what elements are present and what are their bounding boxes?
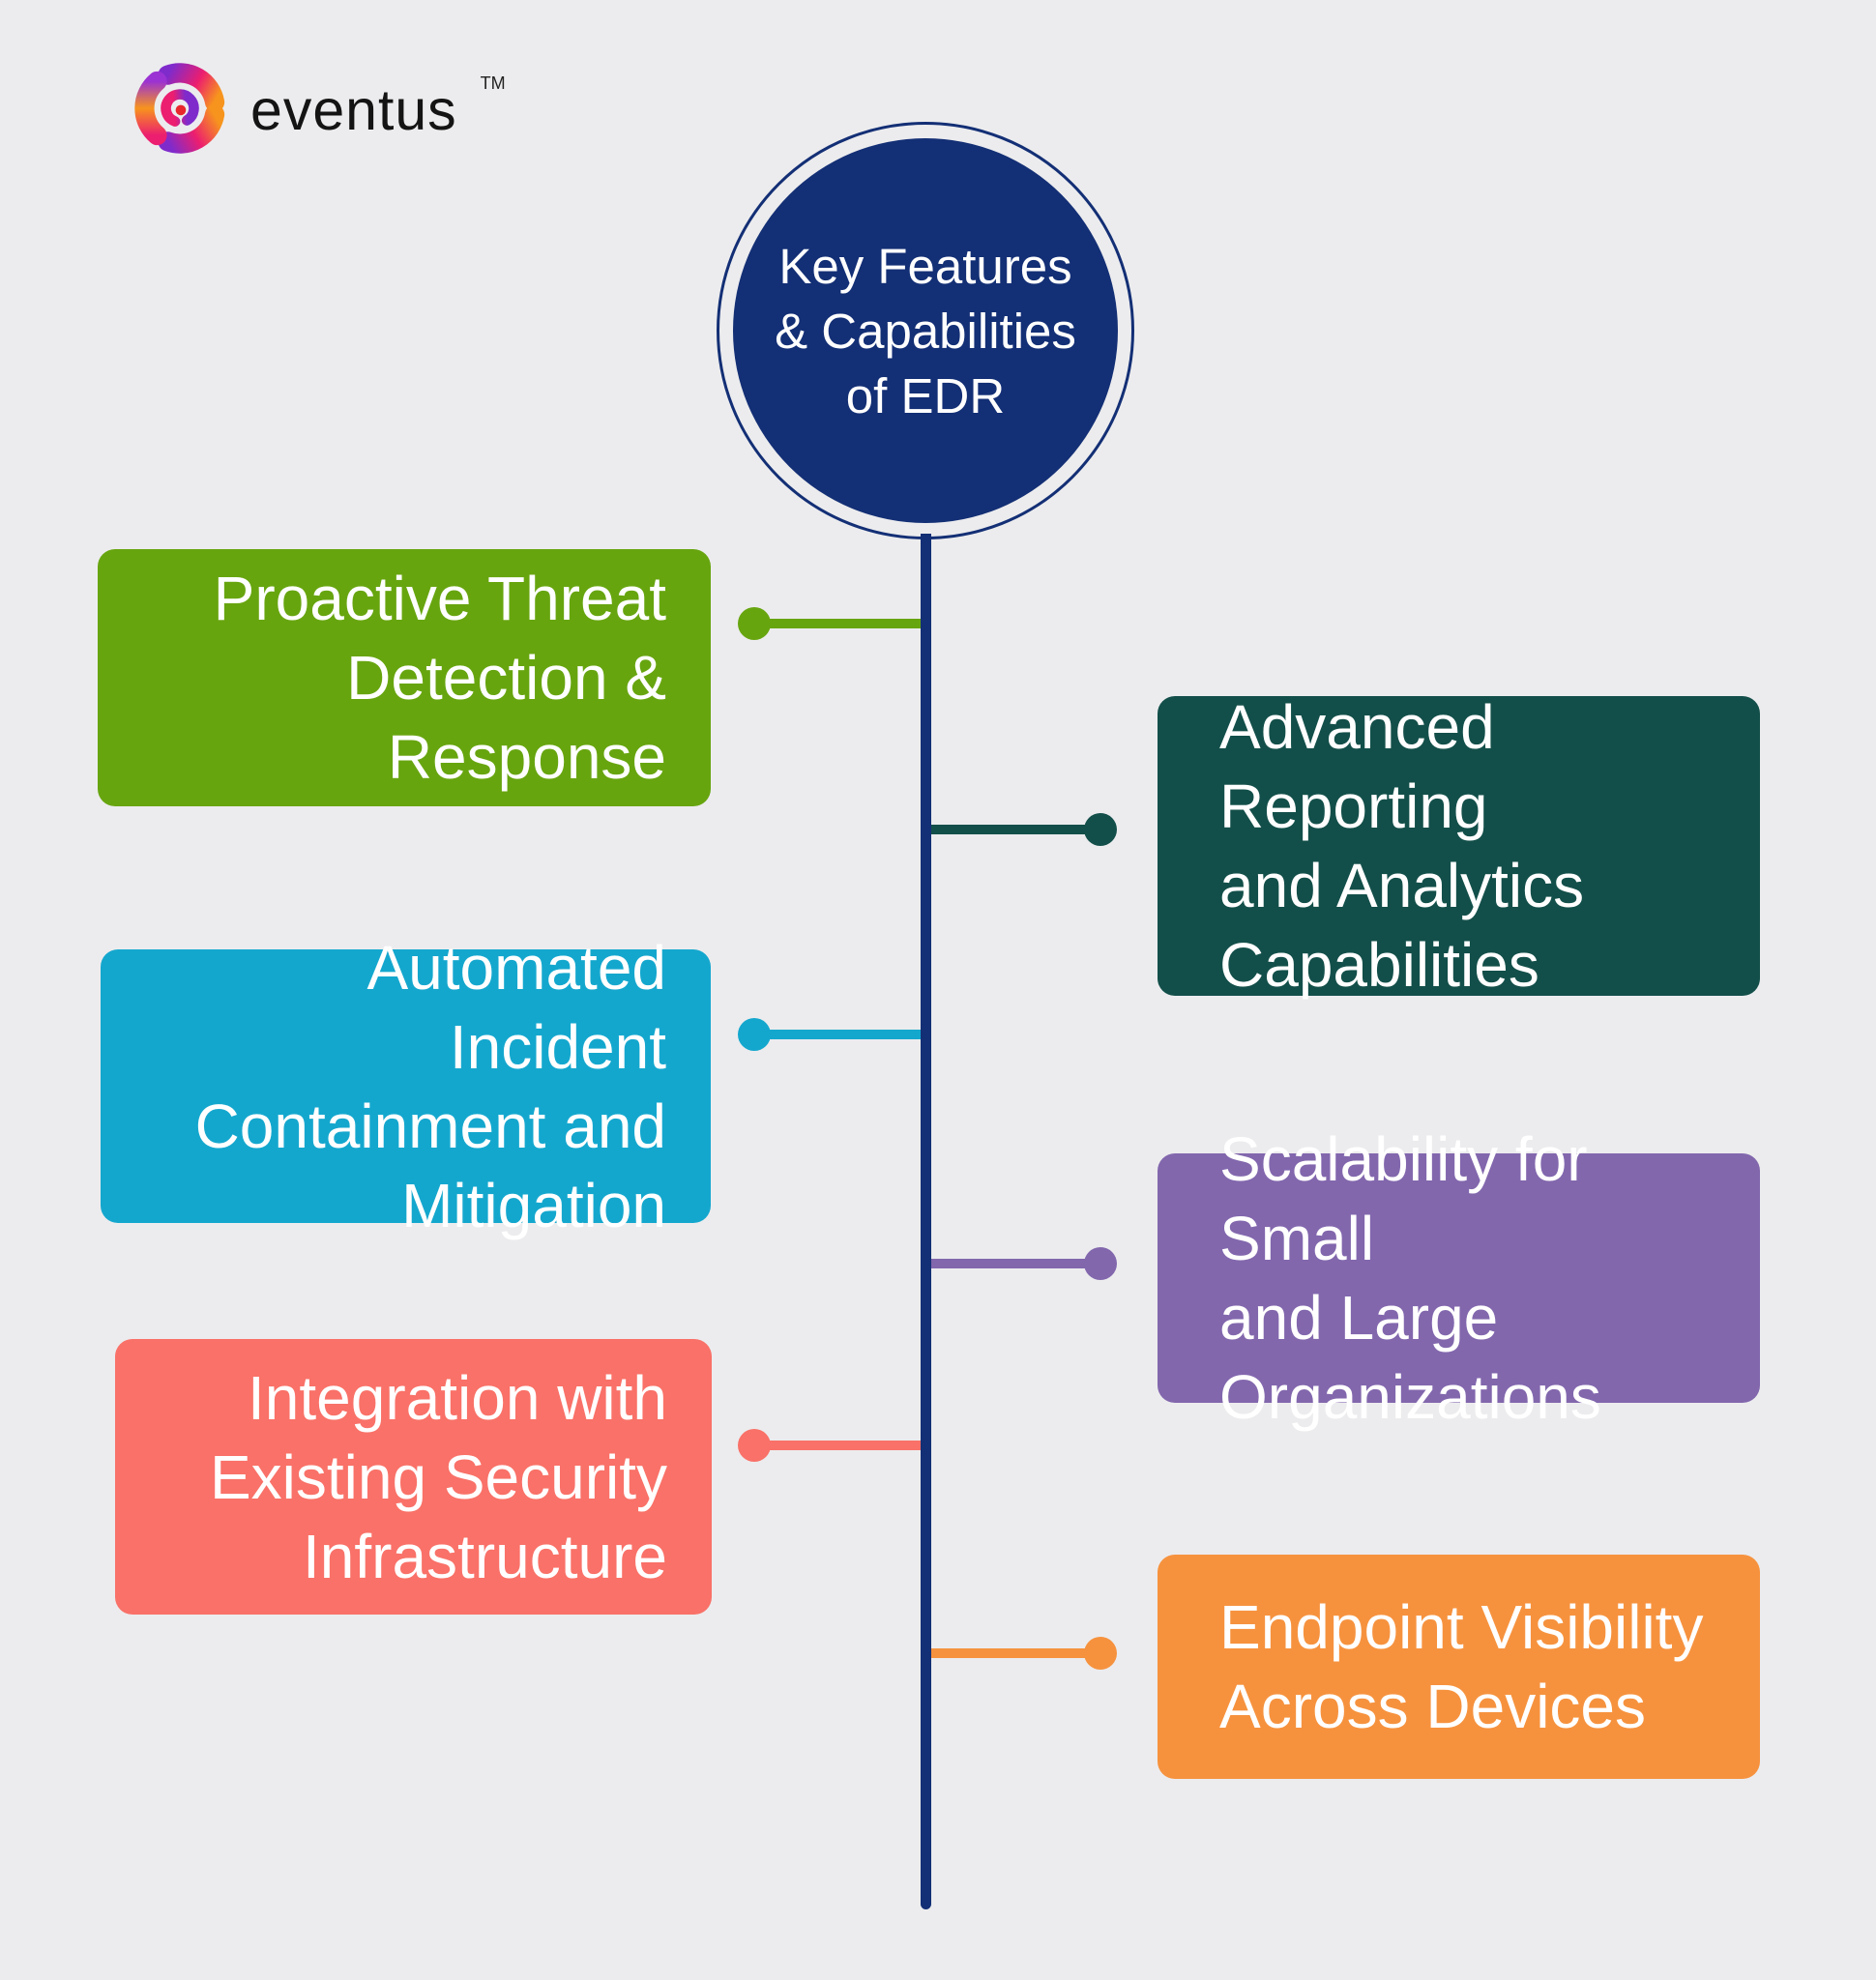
- connector-dot: [1084, 813, 1117, 846]
- connector-line: [754, 1441, 930, 1450]
- feature-box-label: Integration with Existing Security Infra…: [209, 1362, 667, 1591]
- feature-box-proactive-threat-detection-response: Proactive Threat Detection & Response: [98, 549, 711, 806]
- feature-box-automated-incident-containment: Automated Incident Containment and Mitig…: [101, 933, 711, 1240]
- connector-dot: [1084, 1637, 1117, 1670]
- center-node-title: Key Features & Capabilities of EDR: [775, 238, 1076, 423]
- connector-line: [754, 619, 930, 628]
- center-node-ring: Key Features & Capabilities of EDR: [717, 122, 1134, 539]
- feature-box-label: Automated Incident Containment and Mitig…: [194, 932, 666, 1240]
- connector-line: [926, 1648, 1100, 1658]
- feature-box-scalability-organizations: Scalability for Small and Large Organiza…: [1158, 1124, 1760, 1432]
- feature-box-advanced-reporting-analytics: Advanced Reporting and Analytics Capabil…: [1158, 692, 1760, 1000]
- connector-dot: [738, 607, 771, 640]
- connector-dot: [738, 1018, 771, 1051]
- trademark-symbol: TM: [480, 73, 506, 93]
- eventus-swirl-icon: [134, 63, 225, 154]
- timeline-spine: [921, 534, 931, 1909]
- feature-box-label: Scalability for Small and Large Organiza…: [1219, 1124, 1601, 1432]
- center-node: Key Features & Capabilities of EDR: [733, 138, 1118, 523]
- brand-wordmark: eventus: [250, 77, 457, 142]
- feature-box-integration-security-infrastructure: Integration with Existing Security Infra…: [115, 1339, 712, 1615]
- eventus-logo: eventus TM: [129, 56, 506, 160]
- feature-box-label: Advanced Reporting and Analytics Capabil…: [1219, 692, 1585, 1000]
- connector-dot: [738, 1429, 771, 1462]
- connector-dot: [1084, 1247, 1117, 1280]
- feature-box-label: Endpoint Visibility Across Devices: [1219, 1592, 1704, 1741]
- feature-box-label: Proactive Threat Detection & Response: [213, 564, 666, 792]
- connector-line: [926, 825, 1100, 834]
- feature-box-endpoint-visibility-devices: Endpoint Visibility Across Devices: [1158, 1555, 1760, 1779]
- connector-line: [754, 1030, 930, 1039]
- connector-line: [926, 1259, 1100, 1268]
